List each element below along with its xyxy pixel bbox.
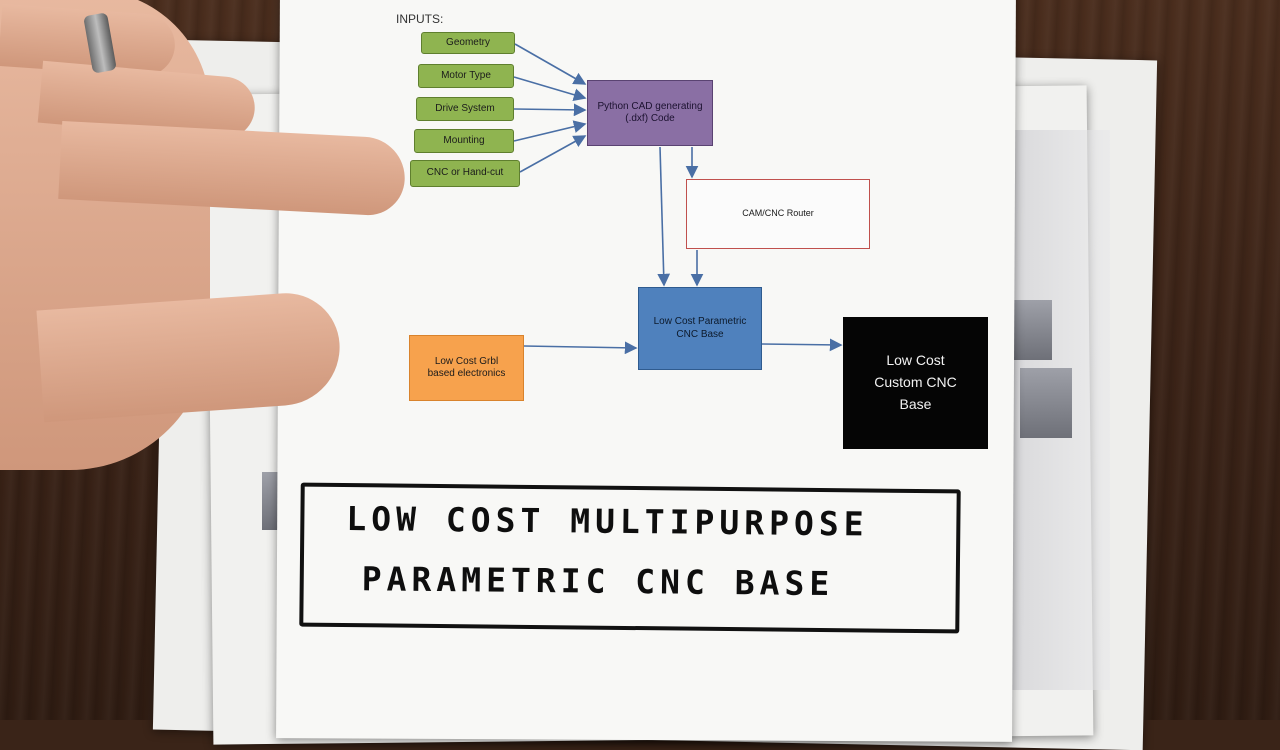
arrow-mounting	[513, 120, 587, 142]
arrow-motor-type	[513, 76, 587, 101]
hand-thumb	[36, 289, 344, 423]
input-motor-type: Motor Type	[418, 64, 514, 88]
python-cad-box: Python CAD generating (.dxf) Code	[587, 80, 713, 146]
input-mounting: Mounting	[414, 129, 514, 153]
arrow-drive-system	[513, 103, 587, 117]
input-cnc-or-hand-cut: CNC or Hand-cut	[410, 160, 520, 187]
arrow-grbl-to-cnc	[523, 341, 638, 355]
arrow-python-to-cnc	[657, 146, 671, 287]
handwritten-title-box: LOW COST MULTIPURPOSE PARAMETRIC CNC BAS…	[299, 482, 961, 634]
input-drive-system: Drive System	[416, 97, 514, 121]
handwritten-title-line-2: PARAMETRIC CNC BASE	[361, 559, 835, 604]
parametric-cnc-base-box: Low Cost Parametric CNC Base	[638, 287, 762, 370]
cad-render-block	[1012, 300, 1052, 360]
cam-cnc-router-box: CAM/CNC Router	[686, 179, 870, 249]
grbl-electronics-box: Low Cost Grbl based electronics	[409, 335, 524, 401]
arrow-cnc-hand-cut	[519, 135, 587, 173]
custom-cnc-base-box: Low Cost Custom CNC Base	[843, 317, 988, 449]
input-geometry: Geometry	[421, 32, 515, 54]
arrow-cnc-to-final	[761, 338, 843, 352]
inputs-label: INPUTS:	[396, 12, 444, 26]
handwritten-title-line-1: LOW COST MULTIPURPOSE	[346, 499, 869, 544]
arrow-geometry	[514, 43, 587, 85]
cad-render-block	[1020, 368, 1072, 438]
diagram-arrows	[513, 43, 843, 355]
